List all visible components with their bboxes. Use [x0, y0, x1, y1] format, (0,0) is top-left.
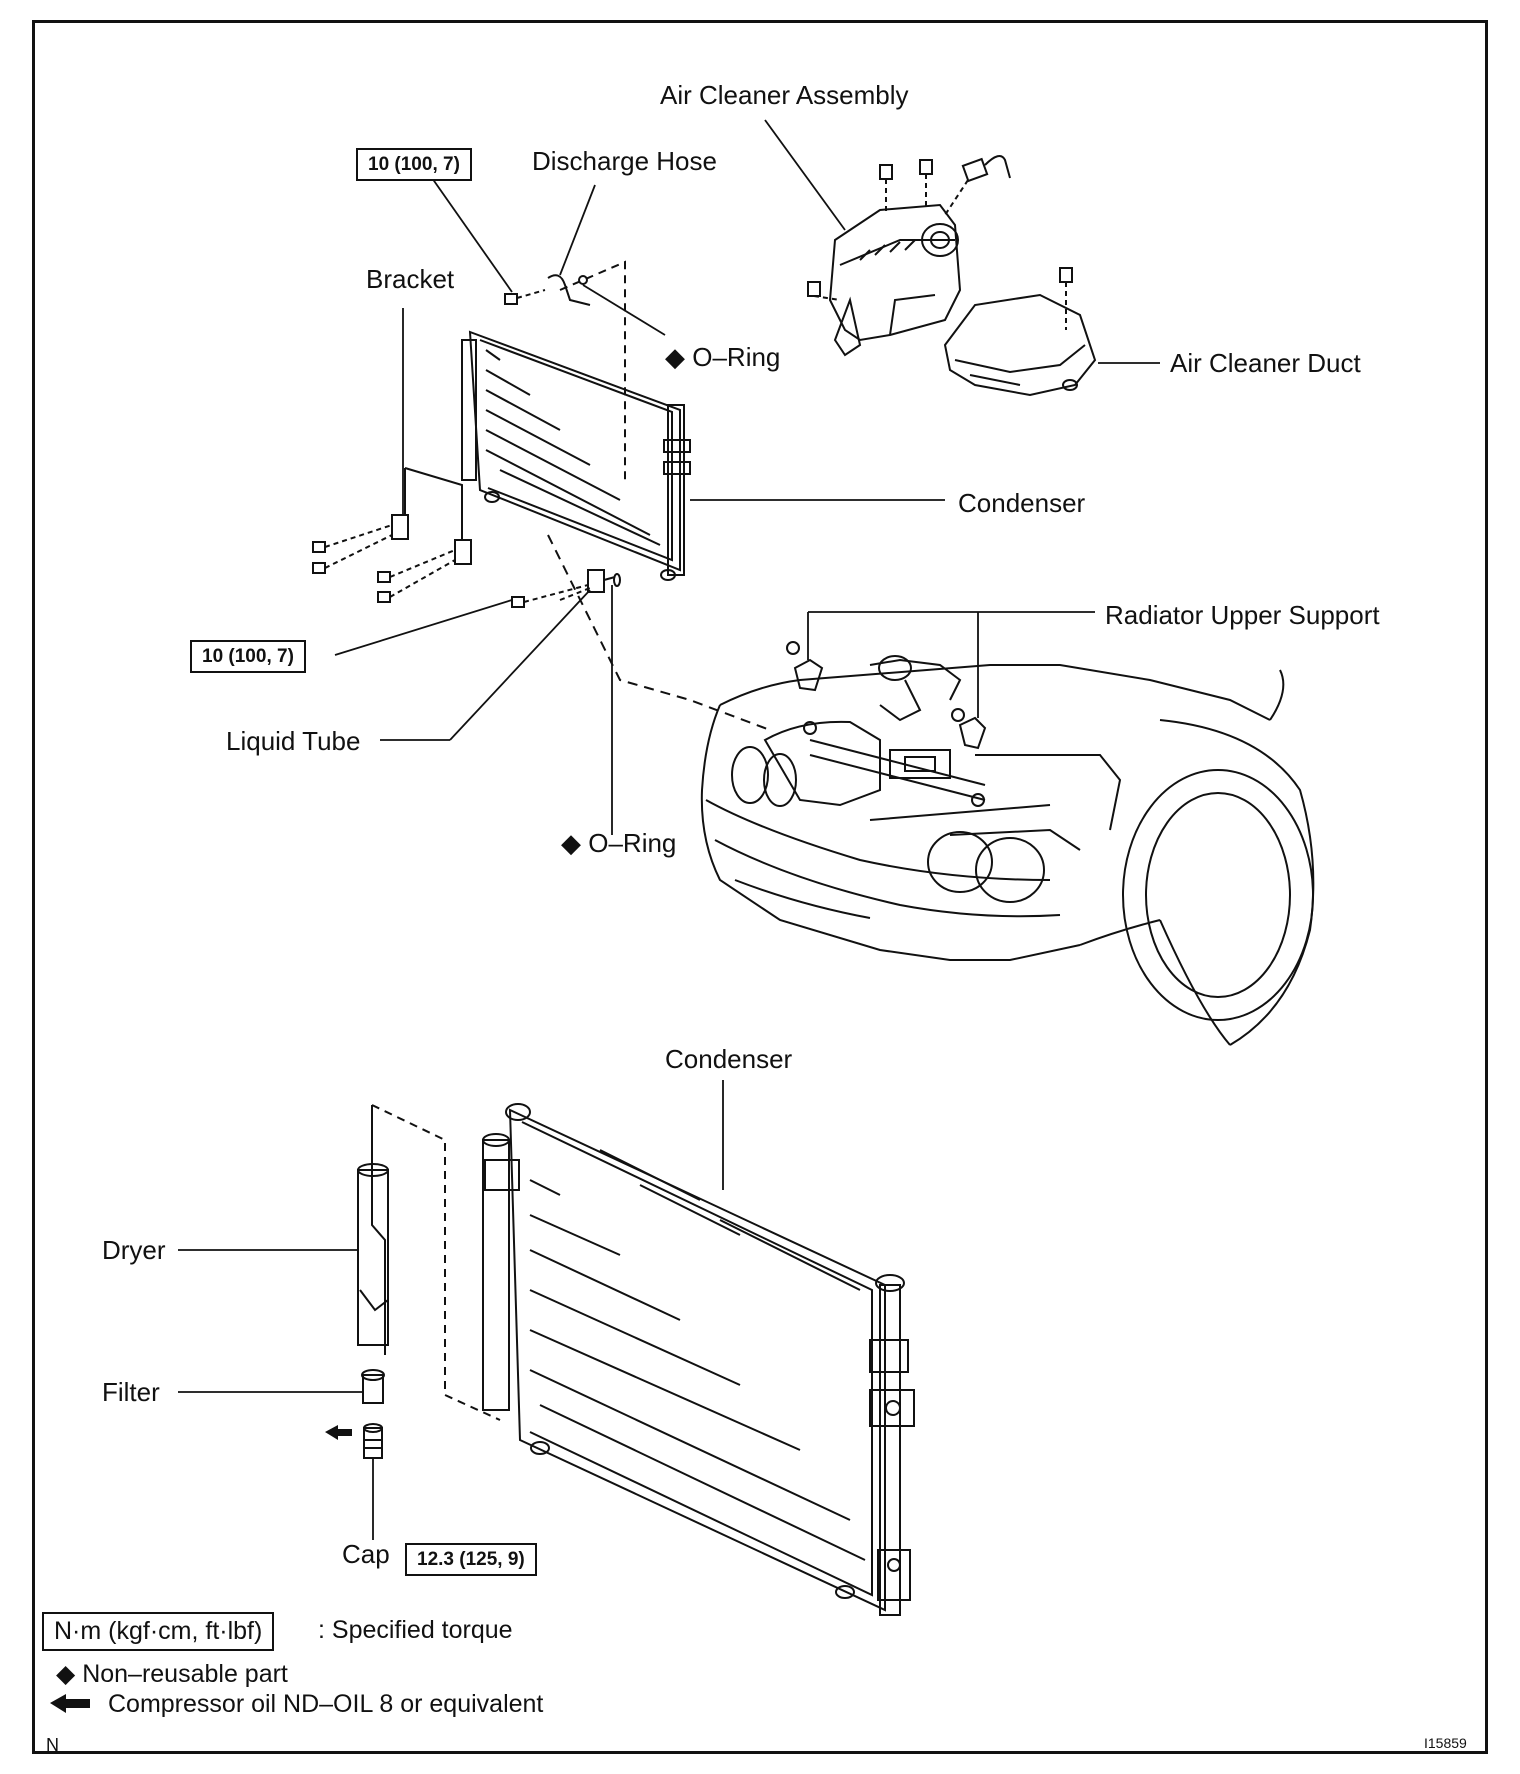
liquid-tube-drawing: [511, 534, 771, 731]
label-air-cleaner-assembly: Air Cleaner Assembly: [660, 80, 909, 110]
label-liquid-tube: Liquid Tube: [226, 726, 361, 756]
diamond-icon: ◆: [56, 1660, 76, 1688]
figure-id: I15859: [1424, 1735, 1467, 1751]
torque-discharge-hose-bolt: 10 (100, 7): [356, 148, 472, 181]
discharge-hose-drawing: [504, 274, 591, 306]
car-front-drawing: [700, 641, 1315, 1046]
legend-compressor-oil: Compressor oil ND–OIL 8 or equivalent: [108, 1690, 544, 1718]
label-air-cleaner-duct: Air Cleaner Duct: [1170, 348, 1361, 378]
legend-torque-desc: : Specified torque: [318, 1616, 513, 1644]
label-bracket: Bracket: [366, 264, 455, 294]
lower-condenser-drawing: [482, 1103, 915, 1616]
label-condenser-bottom: Condenser: [665, 1044, 793, 1074]
upper-condenser-drawing: [461, 260, 691, 581]
diamond-icon: ◆: [665, 342, 685, 372]
air-cleaner-duct-drawing: [943, 267, 1097, 397]
torque-cap: 12.3 (125, 9): [405, 1543, 537, 1576]
torque-liquid-tube-bolt: 10 (100, 7): [190, 640, 306, 673]
diagram-frame: [32, 20, 1488, 1754]
air-cleaner-assembly-drawing: [807, 155, 1011, 357]
oil-arrow-icon: [325, 1425, 352, 1440]
legend-non-reusable: ◆ Non–reusable part: [56, 1660, 288, 1688]
label-dryer: Dryer: [102, 1235, 166, 1265]
label-radiator-upper-support: Radiator Upper Support: [1105, 600, 1380, 630]
brackets-drawing: [312, 467, 472, 603]
dryer-assembly-drawing: [357, 1104, 501, 1459]
label-condenser-top: Condenser: [958, 488, 1086, 518]
label-filter: Filter: [102, 1377, 160, 1407]
label-discharge-hose: Discharge Hose: [532, 146, 717, 176]
legend-torque-unit: N·m (kgf·cm, ft·lbf): [42, 1612, 275, 1651]
footer-left: N: [46, 1735, 59, 1755]
label-o-ring-bottom: ◆ O–Ring: [561, 828, 677, 858]
label-o-ring-top: ◆ O–Ring: [665, 342, 781, 372]
label-cap: Cap: [342, 1539, 390, 1569]
legend-arrow-icon: [50, 1694, 90, 1713]
diamond-icon: ◆: [561, 828, 581, 858]
leader-lines: [178, 119, 1160, 1540]
